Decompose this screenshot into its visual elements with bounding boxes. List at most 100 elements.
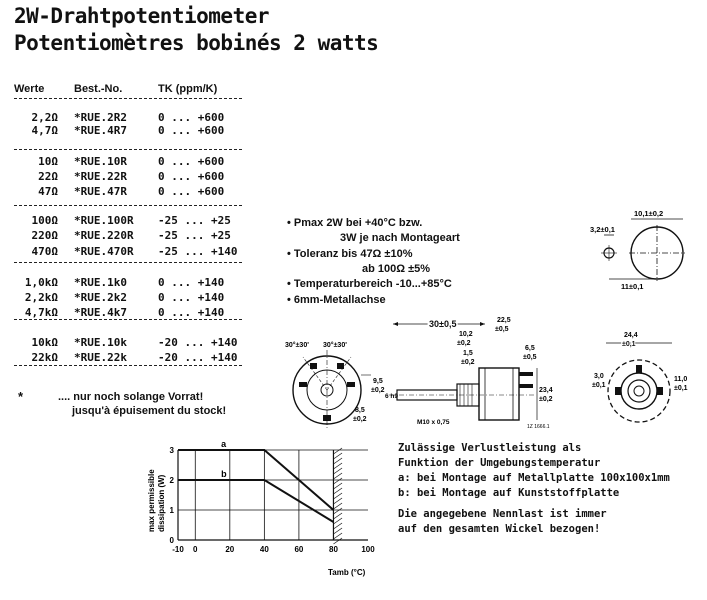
dim-label: 24,4 (624, 332, 638, 339)
tk-range: 0 ... +140 (158, 291, 225, 304)
table-row: 4,7kΩ *RUE.4k7 0 ... +140 (14, 306, 254, 319)
dim-label: 3,2±0,1 (590, 225, 615, 234)
dim-label: ±0,2 (353, 416, 367, 423)
blank-patch (22, 400, 67, 433)
order-number: *RUE.4k7 (74, 306, 127, 319)
dim-label: 8,5 (355, 407, 365, 414)
resistance-value: 220Ω (31, 229, 59, 242)
dim-label: 10,1±0,2 (634, 209, 663, 218)
spec-line: • 6mm-Metallachse (287, 294, 386, 306)
dim-label: ±0,5 (495, 326, 509, 333)
x-tick-label: 20 (225, 545, 234, 554)
table-row: 10Ω *RUE.10R 0 ... +600 (14, 155, 254, 168)
dim-label: 6,5 (525, 345, 535, 352)
order-number: *RUE.2k2 (74, 291, 127, 304)
hatch-line (333, 507, 343, 515)
order-number: *RUE.100R (74, 214, 134, 227)
dim-label: ±0,1 (622, 341, 636, 348)
resistance-value: 47Ω (38, 185, 58, 198)
hatch-line (333, 492, 343, 500)
series-line-a (178, 449, 335, 511)
tk-range: 0 ... +600 (158, 170, 225, 183)
hatch-line (333, 537, 343, 545)
y-tick-label: 0 (170, 536, 175, 545)
hatch-line (333, 472, 343, 480)
table-row: 22Ω *RUE.22R 0 ... +600 (14, 170, 254, 183)
chart-description: a: bei Montage auf Metallplatte 100x100x… (398, 472, 670, 484)
tk-range: -20 ... +140 (158, 351, 238, 364)
chart-description: Die angegebene Nennlast ist immer (398, 508, 607, 520)
chart-description: auf den gesamten Wickel bezogen! (398, 523, 601, 535)
hatch-line (333, 532, 343, 540)
x-tick-label: -10 (172, 545, 184, 554)
x-axis-label: Tamb (°C) (328, 568, 366, 577)
tk-range: 0 ... +600 (158, 155, 225, 168)
spec-line: • Toleranz bis 47Ω ±10% (287, 248, 413, 260)
mounting-hole-drawing: 10,1±0,2 3,2±0,1 11±0,1 (590, 209, 685, 291)
dim-label: 23,4 (539, 387, 553, 394)
order-number: *RUE.47R (74, 185, 127, 198)
hatch-line (333, 497, 343, 505)
tk-range: 0 ... +600 (158, 185, 225, 198)
tk-range: 0 ... +140 (158, 306, 225, 319)
tk-range: 0 ... +600 (158, 124, 225, 137)
dim-label: 3,0 (594, 373, 604, 380)
dim-label: 11,0 (674, 376, 687, 383)
dim-label: ±0,5 (523, 354, 537, 361)
table-divider (14, 98, 242, 99)
order-number: *RUE.4R7 (74, 124, 127, 137)
dim-label: 30±0,5 (429, 319, 456, 329)
series-line-b (178, 479, 334, 523)
resistance-value: 22kΩ (31, 351, 59, 364)
table-row: 2,2Ω *RUE.2R2 0 ... +600 (14, 111, 254, 124)
resistance-value: 10kΩ (31, 336, 59, 349)
dim-label: 30°±30' (285, 341, 309, 349)
front-view-drawing: 30°±30' 30°±30' 9,5 ±0,2 8,5 ±0,2 (285, 341, 385, 430)
dim-label: ±0,2 (371, 387, 385, 394)
y-tick-label: 1 (170, 506, 175, 515)
dim-label: 9,5 (373, 378, 383, 385)
x-tick-label: 80 (329, 545, 338, 554)
chart-description: Zulässige Verlustleistung als (398, 442, 582, 454)
page-title: 2W-Drahtpotentiometer (14, 4, 270, 28)
chart-description: Funktion der Umgebungstemperatur (398, 457, 601, 469)
tk-range: -25 ... +25 (158, 229, 231, 242)
dim-label: ±0,2 (539, 396, 553, 403)
resistance-value: 22Ω (38, 170, 58, 183)
order-number: *RUE.1k0 (74, 276, 127, 289)
dim-label: ±0,2 (457, 340, 471, 347)
hatch-line (333, 477, 343, 485)
hatch-line (333, 447, 343, 455)
dim-label: 6 h9 (385, 393, 398, 400)
rear-view-drawing: 24,4 ±0,1 3,0 ±0,1 11,0 ±0,1 (592, 332, 688, 423)
hatch-line (333, 527, 343, 535)
table-row: 47Ω *RUE.47R 0 ... +600 (14, 185, 254, 198)
table-row: 2,2kΩ *RUE.2k2 0 ... +140 (14, 291, 254, 304)
hatch-line (333, 482, 343, 490)
table-divider (14, 319, 242, 320)
hatch-line (333, 502, 343, 510)
spec-line: ab 100Ω ±5% (362, 263, 431, 275)
table-divider (14, 262, 242, 263)
hatch-line (333, 517, 343, 525)
table-row: 1,0kΩ *RUE.1k0 0 ... +140 (14, 276, 254, 289)
dim-label: ±0,1 (592, 382, 606, 389)
header-tk: TK (ppm/K) (158, 83, 218, 95)
table-row: 100Ω *RUE.100R -25 ... +25 (14, 214, 254, 227)
resistance-value: 4,7kΩ (24, 306, 58, 319)
x-tick-label: 100 (361, 545, 375, 554)
table-row: 10kΩ *RUE.10k -20 ... +140 (14, 336, 254, 349)
x-tick-label: 0 (193, 545, 198, 554)
dim-label: 22,5 (497, 317, 511, 324)
side-view-drawing: 30±0,5 22,5 ±0,5 10,2 ±0,2 1,5 ±0,2 6,5 … (385, 317, 553, 430)
stock-note-line1: .... nur noch solange Vorrat! (58, 391, 204, 403)
chart-description: b: bei Montage auf Kunststoffplatte (398, 487, 620, 499)
y-tick-label: 2 (170, 476, 175, 485)
header-value: Werte (14, 83, 45, 95)
y-axis-label: dissipation (W) (157, 474, 166, 532)
resistance-value: 1,0kΩ (24, 276, 58, 289)
tk-range: 0 ... +140 (158, 276, 225, 289)
tk-range: -20 ... +140 (158, 336, 238, 349)
table-divider (14, 149, 242, 150)
order-number: *RUE.10R (74, 155, 127, 168)
